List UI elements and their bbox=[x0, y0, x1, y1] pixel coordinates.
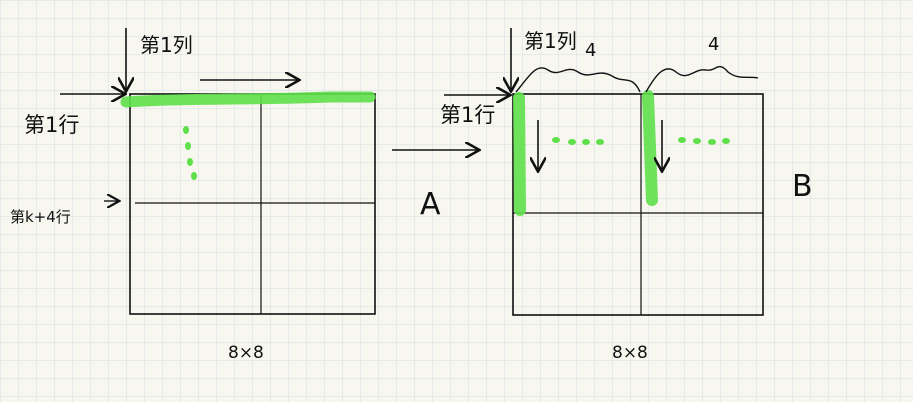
right-column-highlight-1 bbox=[513, 92, 526, 216]
left-caption: 8×8 bbox=[228, 343, 264, 363]
right-column-highlight-2 bbox=[642, 90, 658, 206]
left-k4-row-label: 第k+4行 bbox=[10, 208, 71, 226]
right-matrix-outline bbox=[512, 93, 764, 316]
right-row-label: 第1行 bbox=[440, 103, 495, 127]
left-row-highlight bbox=[120, 91, 376, 108]
right-brace-2 bbox=[645, 65, 759, 93]
left-matrix: 第1列 第1行 第k+4行 8×8 bbox=[10, 28, 376, 363]
right-brace-label-1: 4 bbox=[585, 40, 596, 61]
left-vertical-dots bbox=[183, 126, 197, 180]
right-matrix: 第1列 第1行 4 4 8×8 B bbox=[440, 28, 813, 363]
right-brace-1 bbox=[515, 67, 641, 93]
transform-arrow-group: A bbox=[392, 150, 478, 222]
label-a: A bbox=[420, 187, 441, 222]
label-b: B bbox=[792, 169, 813, 204]
left-row-label: 第1行 bbox=[24, 113, 79, 137]
right-horizontal-dots-1 bbox=[552, 137, 604, 145]
right-caption: 8×8 bbox=[612, 343, 648, 363]
right-brace-label-2: 4 bbox=[708, 34, 719, 55]
right-column-label: 第1列 bbox=[524, 29, 577, 53]
left-column-label: 第1列 bbox=[140, 33, 193, 57]
right-horizontal-dots-2 bbox=[678, 137, 730, 145]
